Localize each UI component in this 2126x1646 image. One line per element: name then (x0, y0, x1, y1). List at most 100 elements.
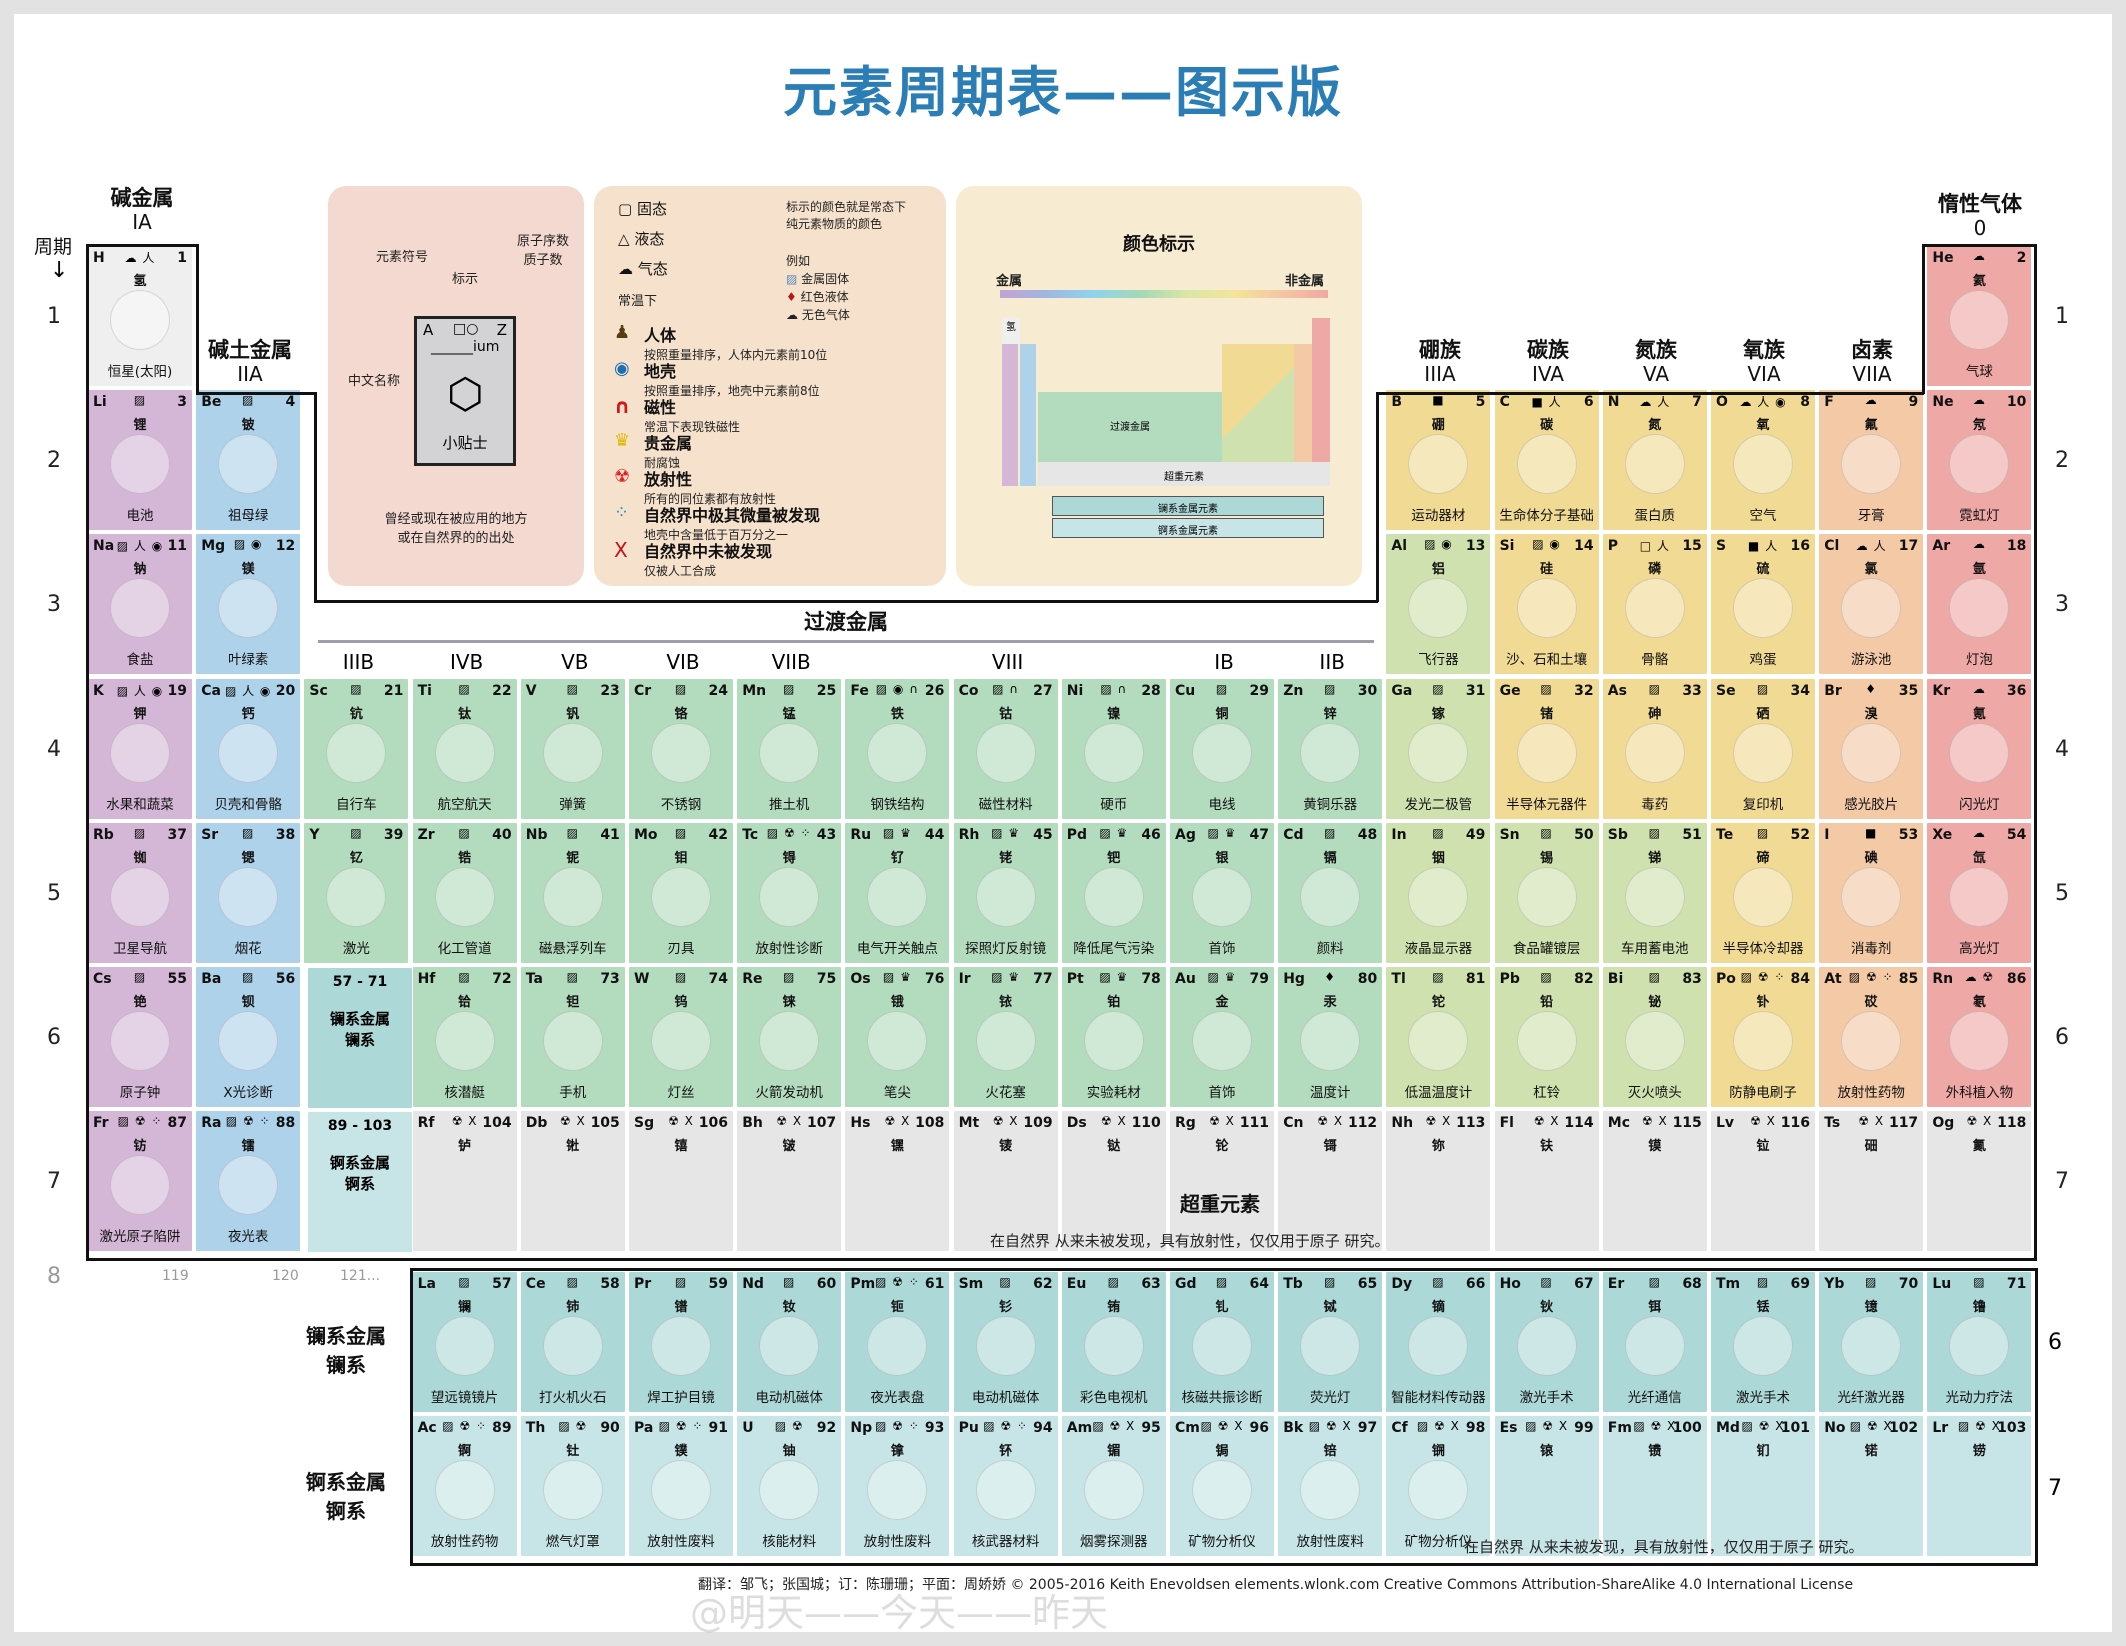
actinide-placeholder[interactable]: 89 - 103 锕系金属 锕系 (308, 1112, 412, 1252)
